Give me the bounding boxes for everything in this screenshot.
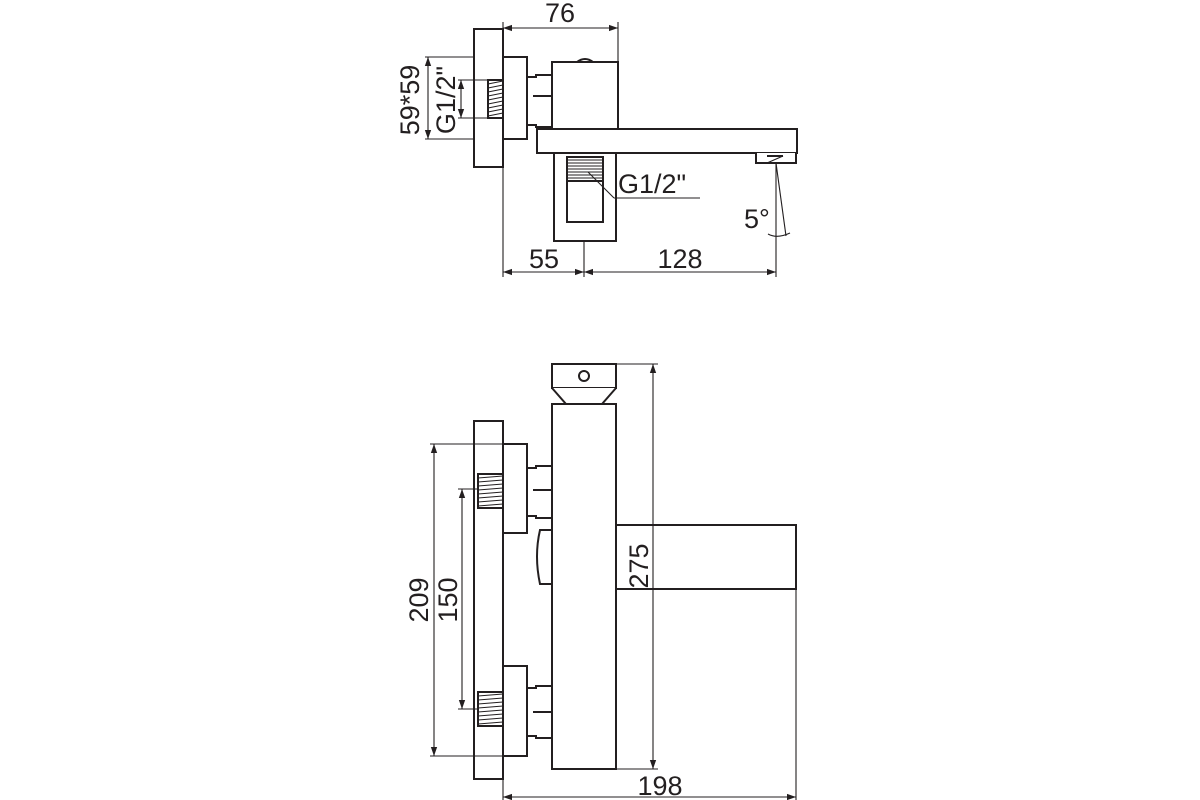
dim-275-label: 275: [624, 543, 654, 588]
upper-thread-hatch: [477, 475, 504, 507]
dim-59x59: 59*59: [395, 56, 474, 140]
spout-top: [536, 128, 798, 164]
dim-209-label: 209: [404, 577, 434, 622]
dim-76-label: 76: [545, 0, 575, 28]
handle-cap: [551, 363, 617, 405]
outlet-body-top: [553, 152, 617, 242]
dim-59x59-label: 59*59: [395, 65, 425, 136]
inlet-connector: [487, 74, 553, 128]
dim-198: 198: [503, 589, 797, 800]
top-view: 76 59*59 G1/2" G1/2" 5°: [395, 0, 798, 277]
dim-outlet-thread: G1/2": [587, 169, 700, 199]
dim-outlet-thread-label: G1/2": [618, 169, 686, 199]
dim-150: 150: [433, 488, 478, 710]
dim-inlet-thread: G1/2": [431, 66, 488, 134]
spout-front: [615, 524, 797, 590]
lower-thread-hatch: [477, 693, 504, 725]
lower-connector: [477, 665, 553, 757]
dim-inlet-thread-label: G1/2": [431, 66, 461, 134]
dim-150-label: 150: [433, 577, 463, 622]
dim-198-label: 198: [637, 771, 682, 800]
dim-angle-label: 5°: [744, 204, 770, 234]
mixer-body-top: [551, 58, 619, 131]
dim-55-label: 55: [529, 244, 559, 274]
dim-55-128: 55 128: [503, 240, 777, 277]
dim-209: 209: [404, 443, 503, 757]
front-view: 275 209 150 198: [404, 363, 797, 800]
dim-275: 275: [616, 363, 658, 770]
outlet-thread-hatch: [567, 159, 603, 179]
wall-flange: [473, 22, 528, 277]
dim-76: 76: [503, 0, 619, 62]
dim-angle: 5°: [744, 162, 791, 240]
dim-128-label: 128: [657, 244, 702, 274]
inlet-thread-hatch: [487, 80, 504, 117]
upper-connector: [477, 443, 553, 534]
